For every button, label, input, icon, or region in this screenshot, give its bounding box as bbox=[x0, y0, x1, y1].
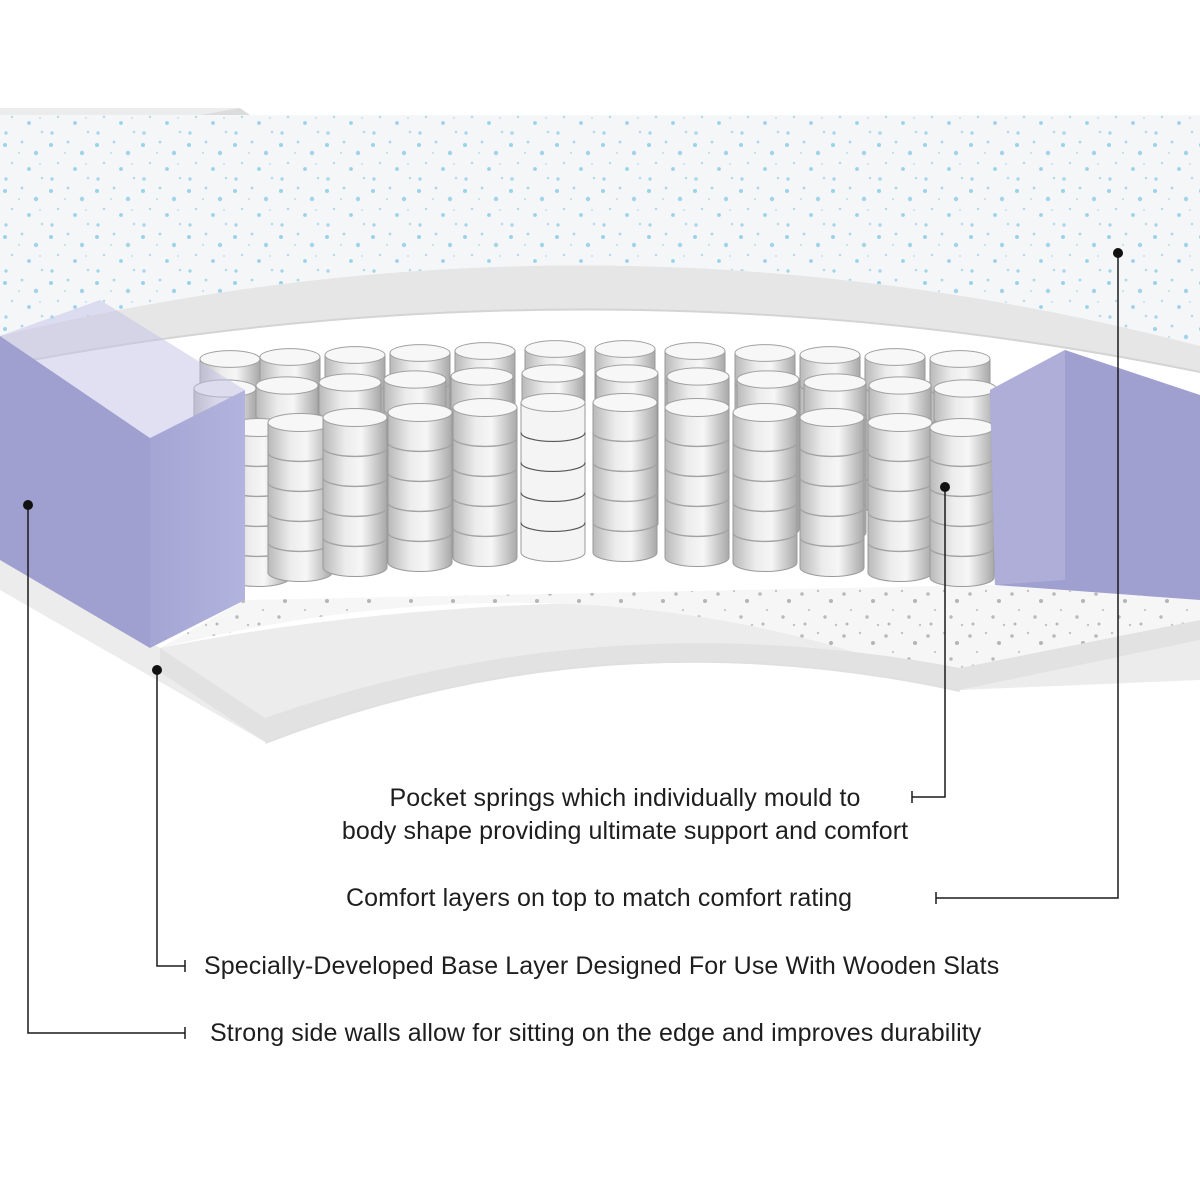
dot-side bbox=[23, 500, 33, 510]
callout-pocket-springs-line1: Pocket springs which individually mould … bbox=[389, 784, 861, 812]
spring-pocket bbox=[732, 403, 798, 572]
spring-pocket bbox=[322, 408, 388, 577]
callout-comfort-layers: Comfort layers on top to match comfort r… bbox=[346, 884, 853, 912]
top-comfort-layer bbox=[0, 115, 1200, 373]
spring-pocket bbox=[867, 413, 933, 582]
left-side-wall bbox=[0, 300, 245, 648]
spring-pocket bbox=[664, 398, 730, 567]
leader-lines bbox=[27, 253, 1119, 1039]
leader-line-comfort bbox=[936, 253, 1119, 899]
base-layer bbox=[0, 560, 1200, 744]
spring-pocket bbox=[452, 398, 518, 567]
callout-base-layer: Specially-Developed Base Layer Designed … bbox=[204, 952, 1000, 980]
spring-pocket bbox=[799, 408, 865, 577]
spring-pocket bbox=[387, 403, 453, 572]
spring-pocket bbox=[592, 393, 658, 562]
leader-line-base bbox=[156, 670, 185, 967]
pocket-springs bbox=[193, 340, 997, 587]
callout-pocket-springs: Pocket springs which individually mould … bbox=[300, 782, 950, 848]
spring-cutaway bbox=[520, 393, 586, 562]
dot-springs bbox=[940, 482, 950, 492]
leader-dots bbox=[23, 248, 1123, 675]
callout-side-walls: Strong side walls allow for sitting on t… bbox=[210, 1019, 982, 1047]
leader-line-springs bbox=[912, 487, 946, 798]
spring-pocket bbox=[929, 418, 995, 587]
callout-pocket-springs-line2: body shape providing ultimate support an… bbox=[341, 817, 909, 845]
leader-line-side bbox=[27, 505, 185, 1034]
right-side-wall bbox=[990, 350, 1200, 600]
dot-base bbox=[152, 665, 162, 675]
dot-comfort bbox=[1113, 248, 1123, 258]
spring-pocket bbox=[267, 413, 333, 582]
